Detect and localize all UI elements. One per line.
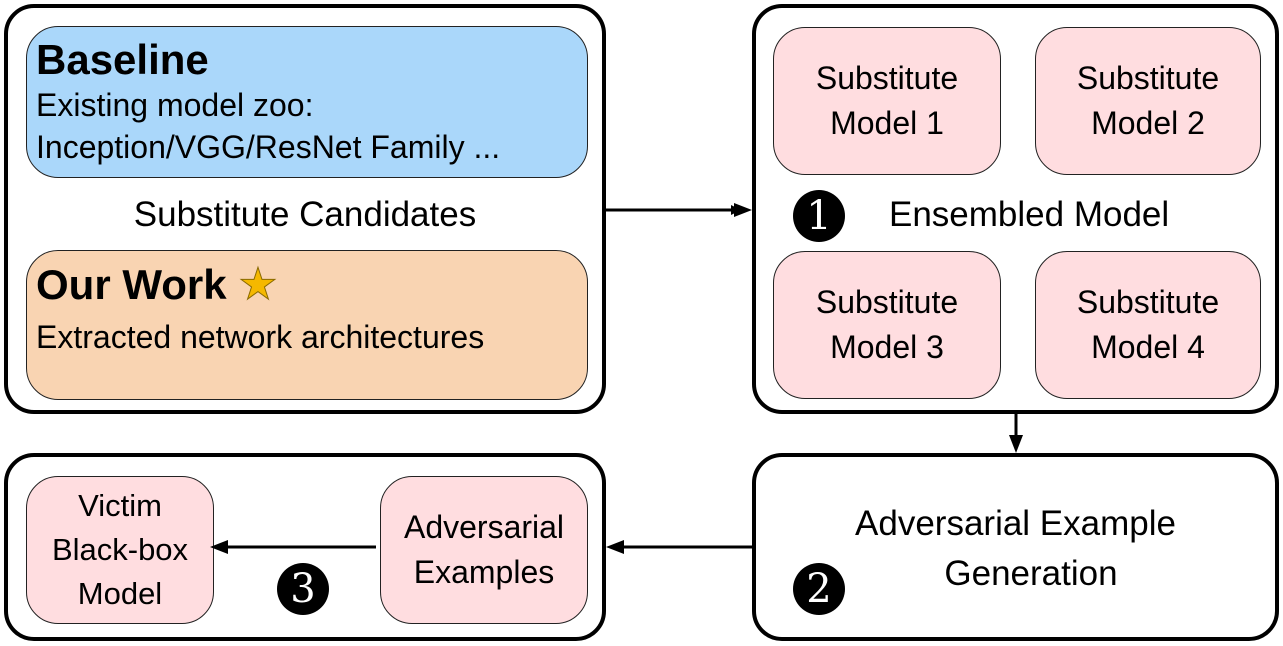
generation-line1: Adversarial Example	[855, 504, 1176, 543]
substitute-model-2-line2: Model 2	[1091, 105, 1205, 141]
step-2-badge: 2	[793, 563, 845, 615]
adversarial-examples-line1: Adversarial	[403, 509, 565, 546]
generation-line2: Generation	[944, 554, 1118, 593]
star-icon: ★	[238, 259, 278, 310]
our-work-line1: Extracted network architectures	[36, 319, 485, 355]
arrowhead-examples-to-victim	[210, 540, 228, 554]
baseline-title: Baseline	[36, 36, 209, 83]
victim-line2: Black-box	[51, 531, 189, 567]
baseline-line2: Inception/VGG/ResNet Family ...	[36, 129, 501, 165]
victim-line3: Model	[77, 576, 163, 611]
our-work-title: Our Work ★	[36, 259, 278, 310]
step-1-badge: 1	[793, 190, 845, 242]
substitute-model-3-line2: Model 3	[830, 329, 944, 365]
substitute-model-2: Substitute Model 2	[1035, 27, 1261, 175]
substitute-model-1: Substitute Model 1	[773, 27, 1001, 175]
our-work-box	[26, 250, 588, 400]
substitute-model-3: Substitute Model 3	[773, 251, 1001, 399]
adversarial-examples-box: Adversarial Examples	[380, 476, 588, 624]
substitute-model-4: Substitute Model 4	[1035, 251, 1261, 399]
baseline-line1: Existing model zoo:	[36, 87, 314, 123]
substitute-model-4-line1: Substitute	[1076, 284, 1220, 321]
substitute-model-2-line1: Substitute	[1076, 60, 1220, 97]
arrowhead-ensemble-to-generation	[1009, 435, 1023, 453]
adversarial-examples-line2: Examples	[413, 554, 555, 590]
our-work-title-text: Our Work	[36, 261, 227, 308]
substitute-model-1-line2: Model 1	[830, 105, 944, 141]
ensembled-model-panel: Substitute Model 1 Substitute Model 2 1 …	[752, 4, 1279, 414]
substitute-model-3-line1: Substitute	[815, 284, 959, 321]
arrowhead-candidates-to-ensemble	[734, 203, 752, 217]
substitute-model-1-line1: Substitute	[815, 60, 959, 97]
substitute-model-4-line2: Model 4	[1091, 329, 1205, 365]
victim-black-box-model: Victim Black-box Model	[26, 476, 214, 624]
adversarial-generation-panel: Adversarial Example Generation 2	[752, 453, 1279, 641]
victim-line1: Victim	[78, 487, 162, 523]
ensembled-model-label: Ensembled Model	[889, 195, 1170, 234]
arrowhead-generation-to-attack	[606, 540, 624, 554]
baseline-box	[26, 26, 588, 178]
step-3-badge: 3	[277, 563, 329, 615]
substitute-candidates-label: Substitute Candidates	[133, 195, 477, 234]
substitute-candidates-panel: Baseline Existing model zoo: Inception/V…	[4, 4, 606, 414]
